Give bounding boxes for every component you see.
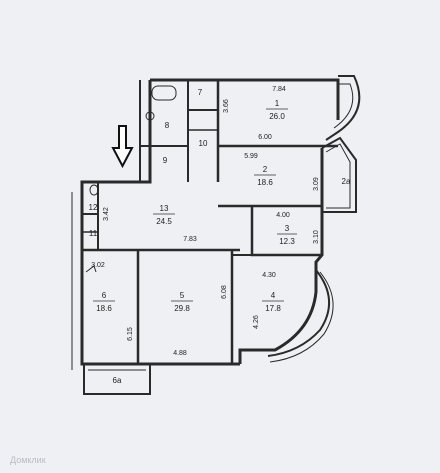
dim-6-08: 6.08 [221,285,228,299]
room-3-area: 12.3 [279,237,295,246]
dim-5-99: 5.99 [244,153,258,160]
room-6-number: 6 [102,291,107,300]
dim-3-66: 3.66 [223,99,230,113]
dim-7-83: 7.83 [183,236,197,243]
room-labels: 1 26.0 2 18.6 2a 3 12.3 4 17.8 5 29.8 6 … [89,88,351,385]
room-1-number: 1 [275,99,280,108]
room-4-number: 4 [271,291,276,300]
room-9-number: 9 [163,156,168,165]
washbasin-icon [145,111,155,121]
room-3-number: 3 [285,224,290,233]
room-11-number: 11 [89,229,98,238]
bathtub-icon [151,85,177,101]
dim-3-42: 3.42 [103,207,110,221]
watermark: Домклик [10,455,46,465]
dim-6-15: 6.15 [127,327,134,341]
dimension-labels: 7.84 3.66 6.00 5.99 3.09 4.00 3.10 3.42 … [91,86,320,357]
dim-7-84: 7.84 [272,86,286,93]
dim-4-26: 4.26 [253,315,260,329]
room-7-number: 7 [198,88,203,97]
room-13-number: 13 [160,204,169,213]
dim-3-10: 3.10 [313,230,320,244]
dim-6-00: 6.00 [258,134,272,141]
fixtures [85,85,177,273]
dim-4-00: 4.00 [276,212,290,219]
room-2-number: 2 [263,165,268,174]
dim-3-09: 3.09 [313,177,320,191]
room-6-area: 18.6 [96,304,112,313]
entrance-arrow-icon [111,125,134,169]
room-4-area: 17.8 [265,304,281,313]
walls [71,75,361,395]
room-12-number: 12 [89,203,98,212]
room-13-area: 24.5 [156,217,172,226]
room-5-number: 5 [180,291,185,300]
room-2a-number: 2a [342,177,351,186]
room-1-area: 26.0 [269,112,285,121]
room-5-area: 29.8 [174,304,190,313]
room-6a-number: 6a [113,376,122,385]
dim-3-02: 3.02 [91,262,105,269]
dim-4-30: 4.30 [262,272,276,279]
room-10-number: 10 [199,139,208,148]
toilet-icon [89,184,99,196]
electric-panel-icon [85,265,97,273]
room-8-number: 8 [165,121,170,130]
room-2-area: 18.6 [257,178,273,187]
dim-4-88: 4.88 [173,350,187,357]
